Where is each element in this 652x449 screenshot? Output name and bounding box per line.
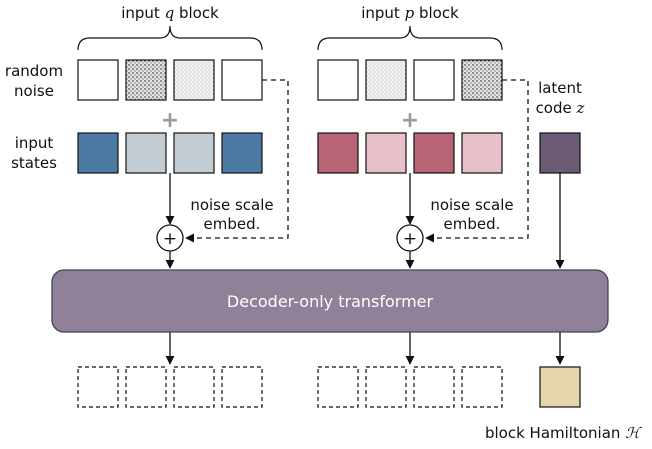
p-state-square [365,132,407,174]
q-state-square [173,132,215,174]
p-noise-row [317,59,503,101]
latent-code-square [539,132,581,174]
p-output-square [317,366,359,408]
p-adder-symbol: + [403,229,417,249]
q-block-brace [77,25,263,51]
decoder-transformer-box [51,269,609,333]
p-noise-square [461,59,503,101]
q-output-square [125,366,167,408]
q-state-square [125,132,167,174]
p-state-square [413,132,455,174]
p-noise-square [413,59,455,101]
q-state-square [77,132,119,174]
q-noise-scale-connector [185,79,289,243]
q-output-row [77,366,263,408]
p-state-square [317,132,359,174]
p-noise-square [317,59,359,101]
p-states-row [317,132,503,174]
q-output-square [77,366,119,408]
input-q-block-label: input q block [121,4,219,22]
q-noise-square [125,59,167,101]
q-states-row [77,132,263,174]
p-output-square [365,366,407,408]
q-output-square [221,366,263,408]
q-adder: + [156,224,184,252]
q-noise-square [173,59,215,101]
p-adder: + [396,224,424,252]
p-plus-sign: + [401,108,419,133]
p-output-square [461,366,503,408]
q-output-square [173,366,215,408]
q-noise-row [77,59,263,101]
p-output-row [317,366,503,408]
hamiltonian-output-square [539,366,581,408]
p-noise-scale-connector [425,79,529,243]
block-hamiltonian-label: block Hamiltonian ℋ [485,424,642,442]
input-p-block-label: input p block [361,4,459,22]
q-plus-sign: + [161,108,179,133]
p-noise-square [365,59,407,101]
q-noise-square [77,59,119,101]
decoder-transformer-label: Decoder-only transformer [227,292,434,311]
q-state-square [221,132,263,174]
q-noise-square [221,59,263,101]
q-adder-symbol: + [163,229,177,249]
p-output-square [413,366,455,408]
p-state-square [461,132,503,174]
p-block-brace [317,25,503,51]
